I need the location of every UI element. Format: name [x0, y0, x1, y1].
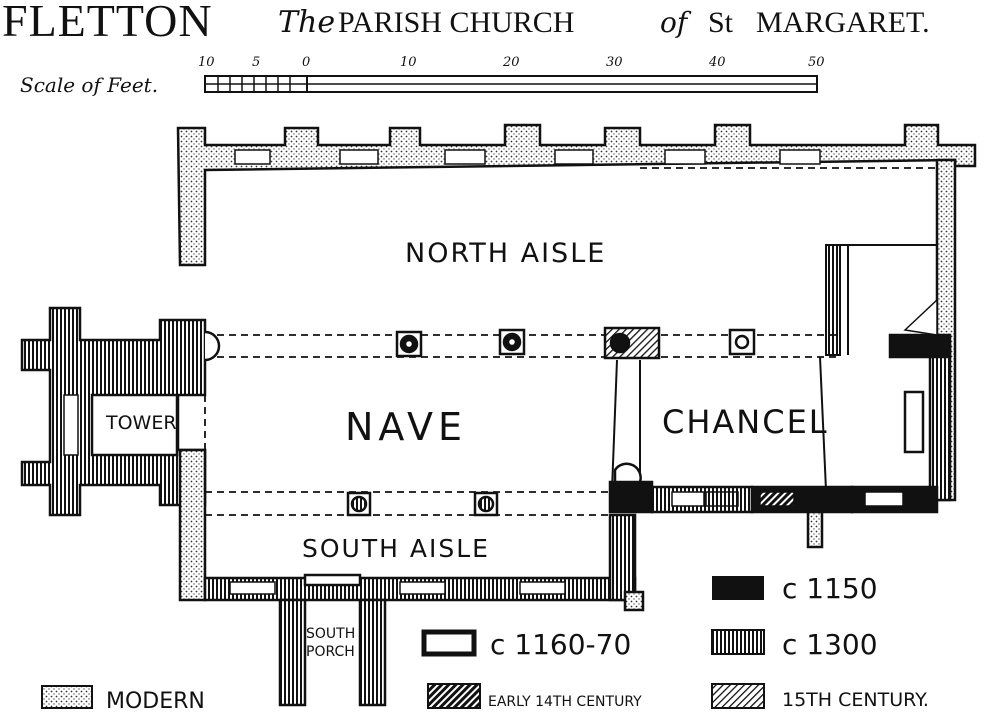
label-south-porch-2: PORCH: [306, 644, 355, 660]
legend-swatch-black: [712, 576, 764, 600]
scale-tick: 10: [400, 55, 417, 70]
south-arcade-piers: [346, 491, 499, 517]
title-st: St: [708, 6, 734, 39]
legend-item-c1300: c 1300: [711, 628, 878, 661]
legend-item-early14: EARLY 14TH CENTURY: [427, 683, 642, 710]
label-south-porch-1: SOUTH: [306, 626, 355, 642]
legend-item-modern: MODERN: [41, 685, 205, 714]
legend-swatch-outline: [421, 629, 477, 657]
chancel-arch: [611, 356, 827, 491]
legend-label: c 1160-70: [490, 628, 631, 661]
tower-walls: [20, 306, 207, 517]
chancel-south-wall: [608, 462, 939, 549]
scale-ticks: 10 5 0 10 20 30 40 50: [198, 55, 825, 70]
legend-item-c1150: c 1150: [712, 572, 878, 605]
plan-title: FLETTON The PARISH CHURCH of St MARGARET…: [2, 0, 930, 46]
title-church: PARISH CHURCH: [338, 6, 574, 39]
legend-label: c 1300: [782, 628, 878, 661]
label-chancel: CHANCEL: [662, 403, 829, 441]
scale-tick: 50: [808, 55, 825, 70]
scale-label: Scale of Feet.: [20, 73, 158, 97]
label-nave: NAVE: [345, 405, 467, 449]
scale-bar: Scale of Feet. 10 5 0 10 20 30 40 50: [20, 55, 825, 97]
south-aisle-wall: [178, 448, 645, 612]
scale-fine-divisions: [217, 76, 308, 92]
scale-tick: 5: [252, 55, 260, 70]
legend: c 1150 c 1160-70 c 1300 MODERN EARLY 14T…: [41, 572, 929, 714]
title-saint: MARGARET.: [756, 6, 930, 39]
legend-swatch-vertical: [711, 629, 765, 655]
legend-item-c1160: c 1160-70: [421, 628, 631, 661]
east-wall: [888, 158, 957, 502]
scale-tick: 40: [708, 55, 726, 70]
legend-label: MODERN: [106, 689, 205, 714]
north-aisle-wall: [176, 123, 977, 267]
legend-label: c 1150: [782, 572, 878, 605]
legend-label: EARLY 14TH CENTURY: [488, 694, 642, 710]
title-place: FLETTON: [2, 0, 213, 46]
scale-tick: 30: [606, 55, 623, 70]
north-east-chamber: [825, 244, 937, 356]
scale-tick: 10: [198, 55, 215, 70]
scale-tick: 20: [502, 55, 520, 70]
north-arcade-piers: [204, 326, 756, 362]
title-the: The: [278, 5, 335, 40]
legend-label: 15TH CENTURY.: [782, 689, 929, 711]
label-north-aisle: NORTH AISLE: [405, 238, 606, 269]
label-south-aisle: SOUTH AISLE: [302, 534, 490, 563]
title-of: of: [660, 6, 692, 39]
label-tower: TOWER: [105, 412, 177, 434]
room-labels: NORTH AISLE NAVE CHANCEL TOWER SOUTH AIS…: [105, 238, 829, 660]
legend-swatch-diagonal-light: [711, 683, 765, 709]
legend-swatch-diagonal-dense: [427, 683, 481, 709]
legend-swatch-dotted: [41, 685, 93, 709]
scale-tick: 0: [302, 55, 310, 70]
legend-item-c15: 15TH CENTURY.: [711, 683, 929, 711]
south-porch: [278, 573, 387, 707]
